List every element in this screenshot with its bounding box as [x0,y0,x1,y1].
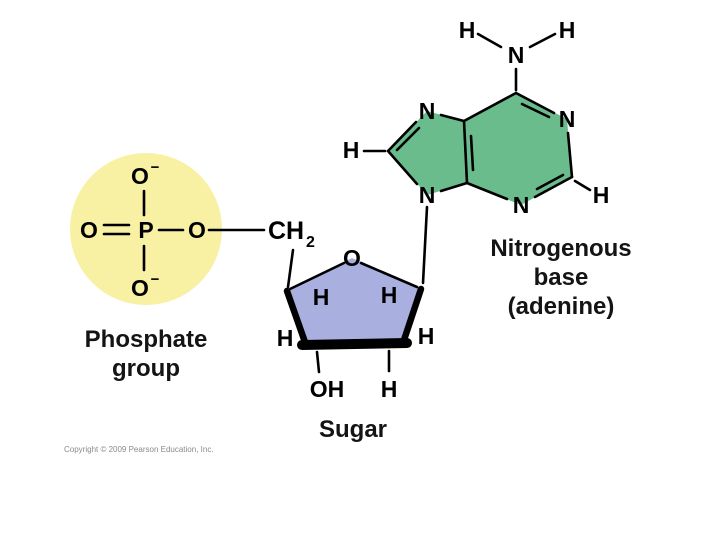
amine-bond-h-right [528,32,557,49]
sugar-edge-bottom [297,338,412,350]
adenine-n1: N [559,106,576,132]
sugar-edge-right [399,285,425,347]
adenine-edge-c8-n7 [386,120,418,153]
sugar-edge-top-left [288,261,346,291]
bond-ch2-to-sugar [286,248,295,289]
bond-c2-h [573,179,592,192]
adenine-double-c6-n1 [520,102,551,119]
adenine-edge-c5-c6 [462,91,518,123]
phosphate-o-top: O [131,163,149,189]
amine-n: N [508,42,525,68]
sugar-ring-oxygen: O [343,245,361,271]
base-label-line1: Nitrogenous [490,235,631,262]
adenine-rings-fill [388,93,572,205]
sugar-label: Sugar [319,416,387,443]
sugar-pentagon [287,258,421,345]
copyright-text: Copyright © 2009 Pearson Education, Inc. [64,445,214,454]
adenine-base-group: N N N N N H H H H Nitrogenous base (aden… [343,17,632,320]
ch2-label: CH [268,217,304,245]
phosphate-o-top-charge: − [151,159,160,176]
sugar-h-outer-right: H [418,323,435,349]
adenine-double-c8-n7 [395,126,421,152]
amine-bond-h-left [476,32,503,49]
sugar-edge-top-right [359,261,419,289]
adenine-n3: N [513,192,530,218]
phosphate-o-bottom: O [131,275,149,301]
phosphate-o-bottom-charge: − [151,271,160,288]
base-label-line2: base [534,264,589,291]
base-label-line3: (adenine) [508,293,615,320]
ch2-subscript: 2 [306,234,315,251]
adenine-double-c4-c5 [469,134,475,172]
bond-sugar-to-base [421,205,429,285]
adenine-edge-c2-n3 [533,175,574,199]
sugar-bond-to-oh [315,350,321,374]
phosphate-p-atom: P [138,217,153,243]
adenine-n7: N [419,98,436,124]
sugar-h-bottom: H [381,376,398,402]
phosphate-label-line2: group [112,355,180,382]
adenine-edge-c5-c4-shared [462,119,469,185]
ch2-linker: CH 2 [207,217,315,289]
adenine-edge-n9-c8 [386,149,419,186]
sugar-h-outer-left: H [277,325,294,351]
adenine-edge-n1-c2 [566,131,574,179]
adenine-c2-h: H [593,182,610,208]
adenine-n9: N [419,182,436,208]
adenine-edge-n3-c4 [465,181,509,201]
adenine-double-c2-n3 [535,173,565,191]
adenine-edge-n7-c5 [439,113,466,123]
phosphate-o-left: O [80,217,98,243]
sugar-h-inner-right: H [381,282,398,308]
amine-h-left: H [459,17,476,43]
sugar-edge-left [283,287,310,349]
sugar-group: O H H H H OH H Sugar [277,245,435,443]
phosphate-circle [70,153,222,305]
sugar-oh-label: OH [310,376,345,402]
phosphate-group: O − O P O O − Phosphate group [70,153,222,382]
sugar-h-inner-left: H [313,284,330,310]
adenine-edge-c4-n9 [439,181,469,193]
amine-h-right: H [559,17,576,43]
phosphate-label-line1: Phosphate [85,326,208,353]
adenine-c8-h: H [343,137,360,163]
phosphate-o-right: O [188,217,206,243]
adenine-edge-c6-n1 [514,91,556,115]
